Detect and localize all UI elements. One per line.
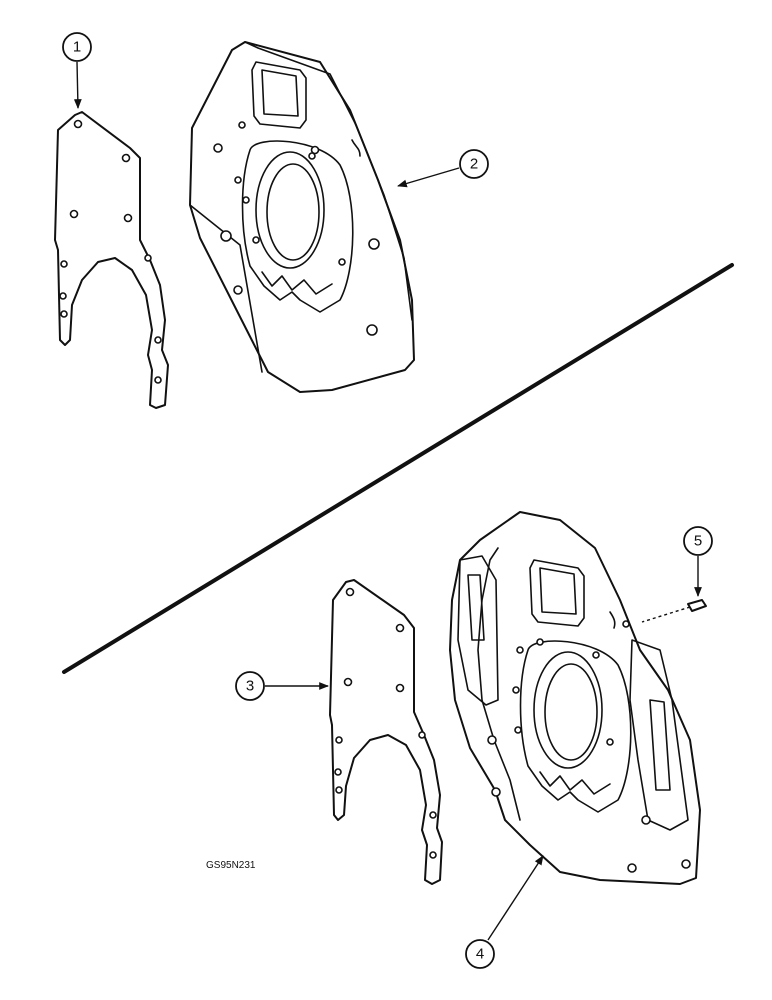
adapter-plate-upper xyxy=(189,41,415,393)
callout-2: 2 xyxy=(397,149,489,188)
callout-5: 5 xyxy=(683,526,713,597)
gasket-plate-lower xyxy=(329,579,443,885)
callout-1-label: 1 xyxy=(73,39,81,56)
callout-3: 3 xyxy=(235,671,329,701)
flywheel-housing-lower xyxy=(449,511,701,885)
callout-5-label: 5 xyxy=(694,533,702,550)
gasket-plate-upper xyxy=(54,111,169,409)
callout-4: 4 xyxy=(465,855,544,969)
dowel-pin xyxy=(641,599,707,623)
callout-1: 1 xyxy=(62,32,92,109)
callout-4-label: 4 xyxy=(476,946,484,963)
callout-3-label: 3 xyxy=(246,678,254,695)
figure-code: GS95N231 xyxy=(206,860,256,871)
section-divider-line xyxy=(62,263,734,674)
callout-2-label: 2 xyxy=(470,156,478,173)
